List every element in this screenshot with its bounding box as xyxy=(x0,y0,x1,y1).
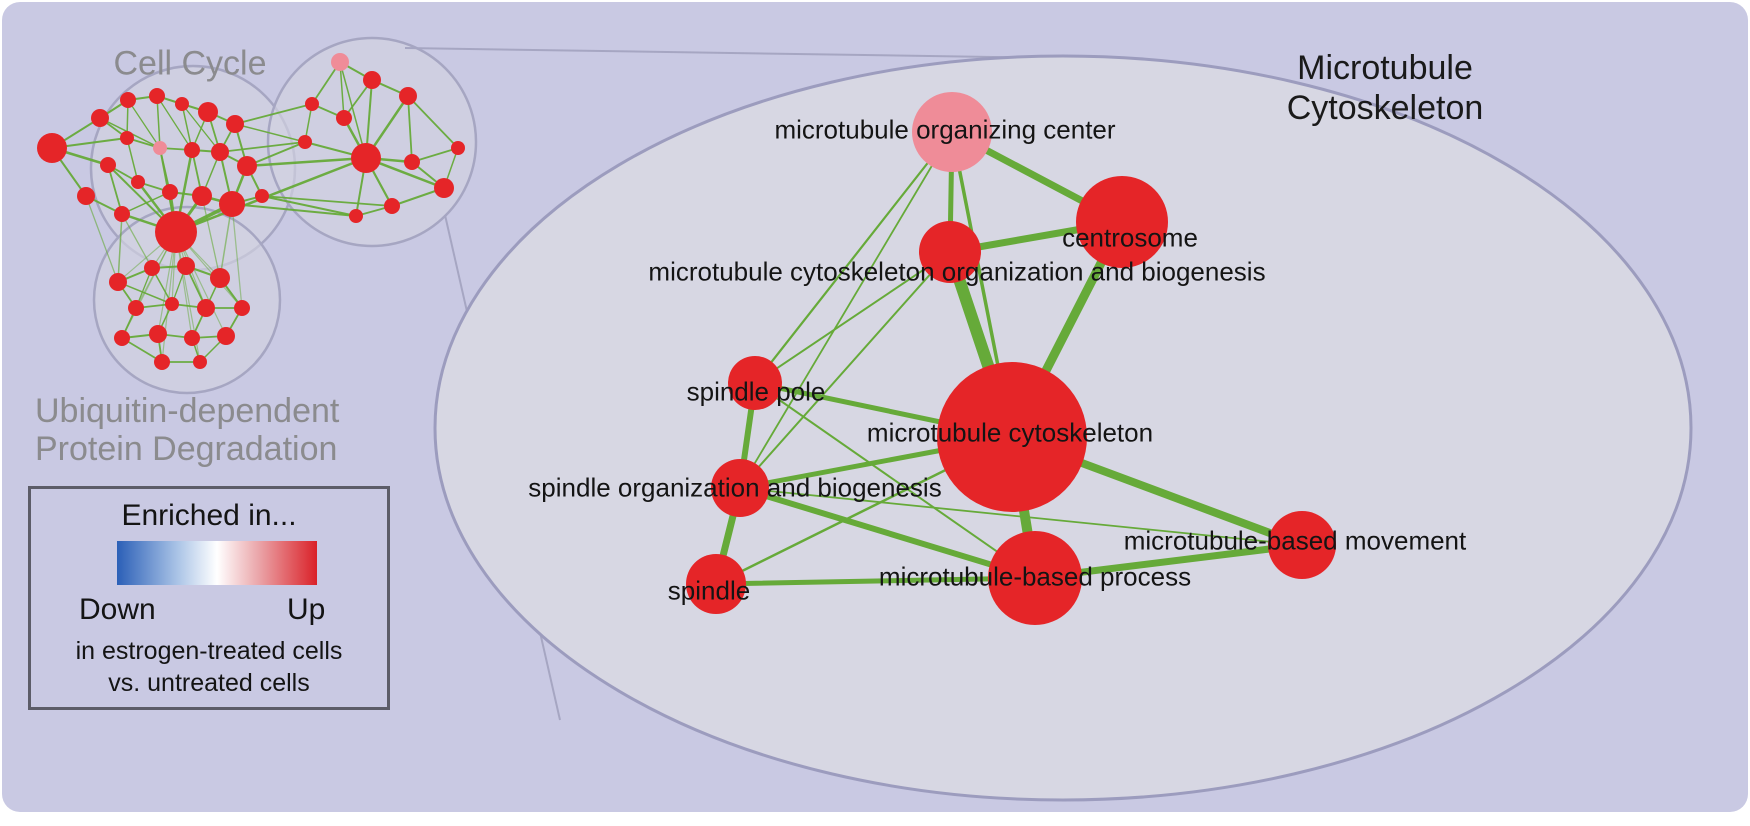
mini-edge xyxy=(156,95,161,149)
mini-edge xyxy=(181,103,221,153)
mini-node-b5 xyxy=(336,110,352,126)
mini-edge xyxy=(246,141,306,167)
legend-title: Enriched in... xyxy=(121,499,297,532)
mini-node-b4 xyxy=(305,97,319,111)
mini-node-a4 xyxy=(149,88,165,104)
mini-edge xyxy=(407,95,459,149)
mini-edge xyxy=(245,156,368,168)
mini-edge xyxy=(85,195,119,283)
mini-edge xyxy=(127,99,161,149)
mini-node-a19 xyxy=(219,191,245,217)
legend: Enriched in... Down Up in estrogen-treat… xyxy=(28,486,390,710)
mini-node-a21 xyxy=(255,189,269,203)
mini-node-c1 xyxy=(109,273,127,291)
mini-node-c8 xyxy=(234,300,250,316)
node-mc xyxy=(937,362,1087,512)
mini-node-b8 xyxy=(404,154,420,170)
mini-node-a18 xyxy=(114,206,130,222)
edge-spin-mbp xyxy=(713,575,1038,587)
edge-moc-sp xyxy=(753,130,954,385)
mini-edge xyxy=(234,123,306,143)
legend-up-label: Up xyxy=(287,593,326,626)
mini-node-b10 xyxy=(384,198,400,214)
edge-sob-mbp xyxy=(737,485,1038,581)
legend-down-label: Down xyxy=(79,593,156,626)
node-sp xyxy=(728,356,782,410)
node-mcob xyxy=(919,221,981,283)
node-spin xyxy=(686,554,746,614)
mini-edge xyxy=(231,203,357,217)
mini-node-a8 xyxy=(120,131,134,145)
mini-node-a12 xyxy=(237,156,257,176)
mini-node-a9 xyxy=(153,141,167,155)
mini-node-a2 xyxy=(91,109,109,127)
legend-caption-line1: in estrogen-treated cells xyxy=(75,637,343,665)
edge-moc-sob xyxy=(739,131,953,489)
mini-edge xyxy=(339,61,345,119)
edge-mcob-sp xyxy=(754,251,951,384)
node-mbp xyxy=(988,531,1082,625)
mini-edge xyxy=(219,141,306,153)
mini-node-a20 xyxy=(155,211,197,253)
mini-node-a14 xyxy=(131,175,145,189)
mini-node-c9 xyxy=(114,330,130,346)
mini-node-c2 xyxy=(144,260,160,276)
node-cen xyxy=(1076,176,1168,268)
mini-node-a16 xyxy=(192,186,212,206)
mini-node-a6 xyxy=(198,102,218,122)
node-mbm xyxy=(1268,511,1336,579)
mini-node-b7 xyxy=(351,143,381,173)
mini-node-a13 xyxy=(100,157,116,173)
mini-node-b6 xyxy=(298,135,312,149)
mini-node-b9 xyxy=(434,178,454,198)
mini-edge xyxy=(156,95,193,151)
legend-gradient-bar xyxy=(117,541,317,585)
mini-node-c4 xyxy=(210,268,230,288)
mini-edge xyxy=(407,95,413,163)
edge-sp-mbp xyxy=(754,382,1036,579)
cluster-circle-ubiquitin-degradation xyxy=(92,205,282,395)
mini-node-b12 xyxy=(451,141,465,155)
zoom-callout-line-1 xyxy=(404,47,1061,59)
mini-node-a3 xyxy=(120,92,136,108)
mini-node-a17 xyxy=(77,187,95,205)
edge-mcob-sob xyxy=(739,251,951,489)
mini-node-c6 xyxy=(165,297,179,311)
mini-node-a15 xyxy=(162,184,178,200)
mini-node-a11 xyxy=(211,143,229,161)
mini-node-b1 xyxy=(331,53,349,71)
mini-edge xyxy=(411,147,459,163)
mini-node-b3 xyxy=(399,87,417,105)
mini-edge xyxy=(121,213,153,269)
mini-node-c5 xyxy=(128,300,144,316)
mini-node-c12 xyxy=(217,327,235,345)
mini-node-c11 xyxy=(184,330,200,346)
mini-edge xyxy=(126,137,139,183)
node-sob xyxy=(711,459,769,517)
mini-node-a10 xyxy=(184,142,200,158)
mini-edge xyxy=(117,213,123,283)
mini-edge xyxy=(121,191,171,215)
node-moc xyxy=(912,92,992,172)
mini-edge xyxy=(107,164,123,215)
mini-node-a1 xyxy=(37,133,67,163)
mini-node-c14 xyxy=(193,355,207,369)
mini-node-c7 xyxy=(197,299,215,317)
mini-node-b11 xyxy=(349,209,363,223)
mini-edge xyxy=(231,203,243,309)
mini-node-a5 xyxy=(175,97,189,111)
mini-node-c10 xyxy=(149,325,167,343)
mini-node-c3 xyxy=(177,257,195,275)
mini-node-c13 xyxy=(154,354,170,370)
mini-node-a7 xyxy=(226,115,244,133)
mini-edge xyxy=(234,103,313,125)
mini-edge xyxy=(201,195,221,279)
mini-node-b2 xyxy=(363,71,381,89)
mini-edge xyxy=(261,195,393,207)
legend-caption-line2: vs. untreated cells xyxy=(108,669,310,697)
mini-edge xyxy=(261,195,357,217)
mini-edge xyxy=(339,61,367,159)
